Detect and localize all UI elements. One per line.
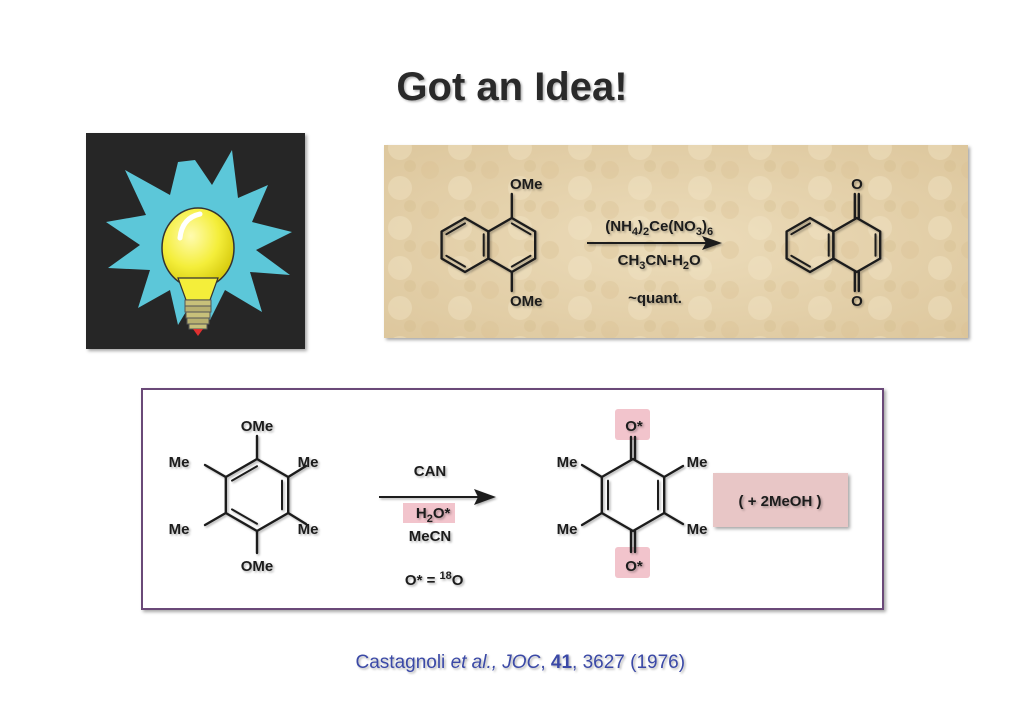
product-duroquinone: O* O* Me Me Me Me (557, 409, 708, 578)
reaction-arrow (587, 236, 722, 250)
substituent-label: OMe (241, 558, 274, 575)
product-naphthoquinone: O O (785, 176, 882, 310)
labeled-oxygen: O* (625, 418, 643, 435)
citation-etal-journal: et al., JOC (451, 652, 541, 673)
methyl-label: Me (298, 521, 319, 538)
methyl-label: Me (687, 454, 708, 471)
methyl-label: Me (557, 454, 578, 471)
isotope-highlight (403, 503, 455, 523)
isotope-highlight (615, 409, 650, 440)
labeled-oxygen: O* (625, 558, 643, 575)
byproduct-label: ( + 2MeOH ) (739, 493, 822, 510)
oxygen-label: O (851, 293, 863, 310)
methyl-label: Me (169, 521, 190, 538)
oxygen-label: O (851, 176, 863, 193)
solvent-label: CH3CN-H2O (588, 252, 721, 272)
substituent-label: OMe (510, 176, 543, 193)
substituent-label: OMe (510, 293, 543, 310)
reagent-label: (NH4)2Ce(NO3)6 (576, 218, 734, 239)
bulb-screw-base (184, 299, 212, 330)
water-label: H2O* (387, 505, 472, 525)
methyl-label: Me (169, 454, 190, 471)
solvent-label: MeCN (409, 528, 452, 545)
methyl-label: Me (298, 454, 319, 471)
lightbulb-icon (161, 207, 235, 289)
methyl-label: Me (557, 521, 578, 538)
methyl-label: Me (687, 521, 708, 538)
citation-pages-year: , 3627 (1976) (572, 652, 685, 673)
reactant-dimethoxynaphthalene: OMe OMe (440, 176, 543, 310)
reaction-naphthalene-oxidation: OMe OMe (NH4)2Ce(NO3)6 CH3CN-H2O ~quant. (384, 145, 968, 338)
lightbulb-illustration (86, 133, 305, 349)
slide-title: Got an Idea! (396, 65, 627, 109)
yield-label: ~quant. (628, 290, 682, 307)
isotope-note: O* = 18O (376, 570, 485, 589)
citation-volume: 41 (551, 652, 573, 673)
reaction-isotope-labeling: OMe OMe Me Me Me Me CAN H2O* MeCN O* = 1… (141, 388, 884, 610)
reaction-arrow (379, 489, 496, 505)
reagent-label: CAN (414, 463, 447, 480)
isotope-highlight (615, 547, 650, 578)
reactant-dimethoxy-tetramethylbenzene: OMe OMe Me Me Me Me (169, 418, 319, 575)
citation-author: Castagnoli (356, 652, 451, 673)
citation: Castagnoli et al., JOC, 41, 3627 (1976) (329, 652, 701, 673)
substituent-label: OMe (241, 418, 274, 435)
byproduct-box (713, 473, 848, 527)
